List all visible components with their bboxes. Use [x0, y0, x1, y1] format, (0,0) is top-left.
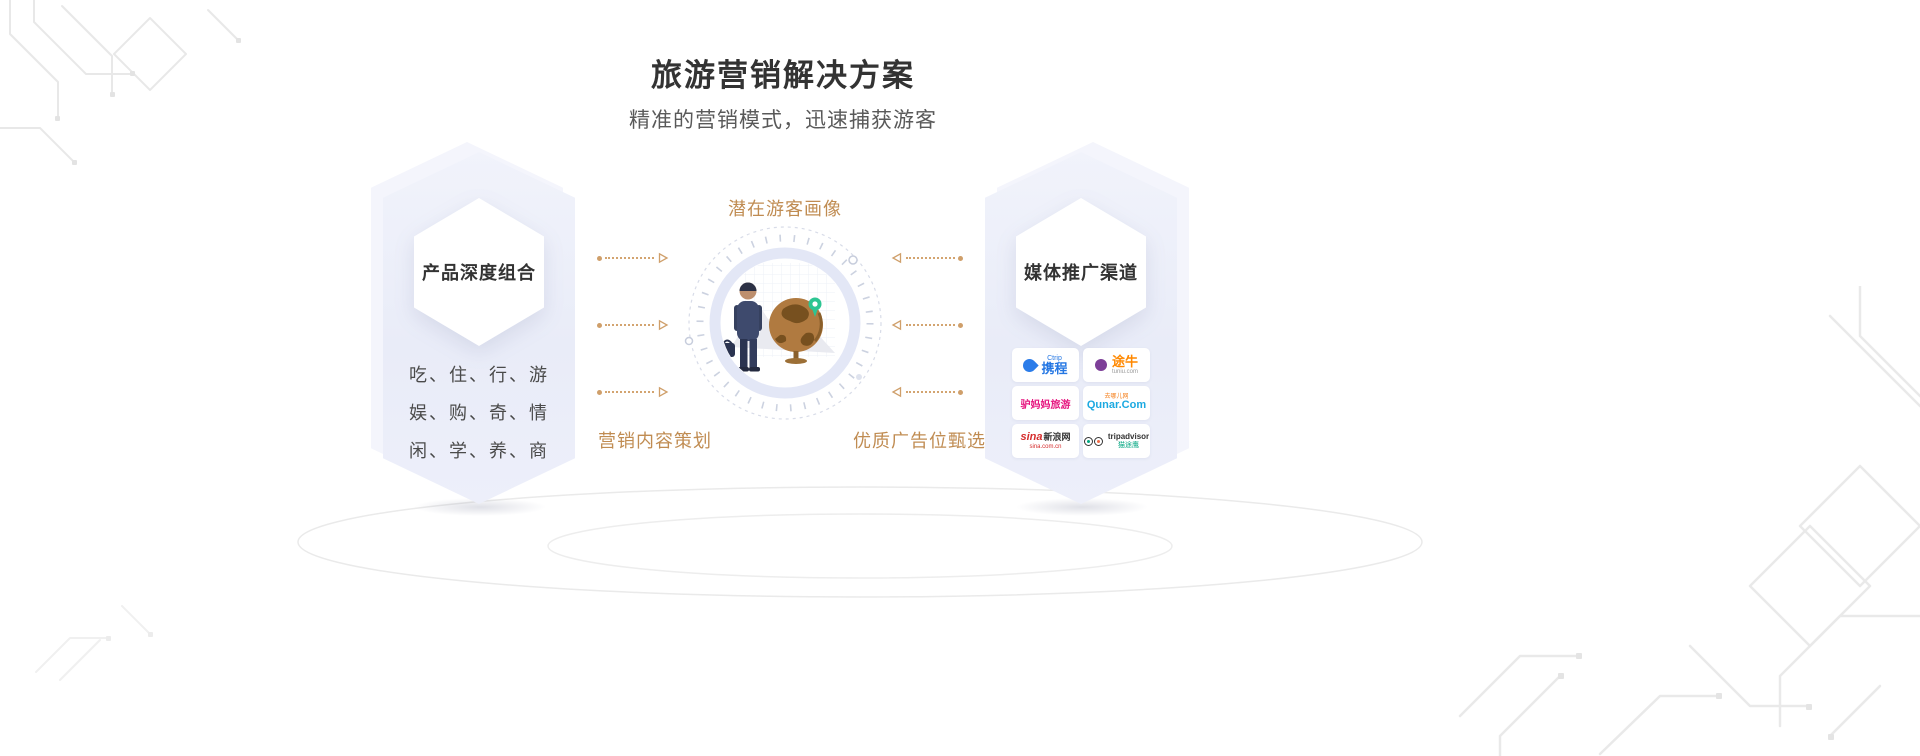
product-combination-card: 产品深度组合 吃、住、行、游 娱、购、奇、情 闲、学、养、商 — [371, 142, 575, 504]
label-quality-ad-selection: 优质广告位甄选 — [853, 431, 986, 451]
product-items-list: 吃、住、行、游 娱、购、奇、情 闲、学、养、商 — [383, 356, 575, 470]
right-card-title-hexagon: 媒体推广渠道 — [1016, 198, 1146, 346]
circuit-decoration-top-left — [0, 0, 241, 165]
connector-dashes — [906, 257, 955, 259]
label-potential-tourist-profile: 潜在游客画像 — [728, 199, 842, 219]
ground-rings-decoration — [297, 486, 1423, 598]
left-card-title: 产品深度组合 — [422, 263, 536, 283]
logo-tuniu: 途牛 tuniu.com — [1083, 348, 1150, 382]
sina-domain-text: sina.com.cn — [1029, 443, 1062, 450]
circuit-decoration-bottom-right — [1458, 286, 1920, 756]
product-line-3: 闲、学、养、商 — [409, 441, 549, 461]
media-logo-grid: Ctrip 携程 途牛 tuniu.com 驴妈妈旅游 去哪儿网 Qunar.C… — [1012, 348, 1150, 458]
page-subtitle: 精准的营销模式，迅速捕获游客 — [629, 109, 937, 132]
left-card-shadow — [414, 498, 546, 516]
tuniu-cn-text: 途牛 — [1111, 354, 1138, 370]
tripadvisor-cn-text: 猫途鹰 — [1118, 441, 1139, 449]
connector-left-3 — [597, 386, 669, 398]
arrow-right-icon — [658, 252, 669, 264]
arrow-right-icon — [658, 319, 669, 331]
tuniu-mascot-icon — [1094, 359, 1107, 371]
tripadvisor-en-text: tripadvisor — [1107, 432, 1150, 442]
connector-dot — [597, 322, 602, 328]
sina-en-text: sina — [1020, 431, 1043, 444]
connector-dashes — [906, 391, 955, 393]
connector-dashes — [605, 391, 654, 393]
connector-dashes — [906, 324, 955, 326]
product-line-1: 吃、住、行、游 — [409, 365, 549, 385]
connector-right-3 — [891, 386, 963, 398]
logo-sina: sina 新浪网 sina.com.cn — [1012, 424, 1079, 458]
connector-dashes — [605, 324, 654, 326]
connector-dot — [597, 389, 602, 395]
tuniu-domain-text: tuniu.com — [1111, 368, 1138, 375]
logo-qunar: 去哪儿网 Qunar.Com — [1083, 386, 1150, 420]
connector-right-1 — [891, 252, 963, 264]
connector-right-2 — [891, 319, 963, 331]
logo-lvmama: 驴妈妈旅游 — [1012, 386, 1079, 420]
tripadvisor-owl-icon — [1083, 436, 1103, 446]
left-card-title-hexagon: 产品深度组合 — [414, 198, 544, 346]
right-card-title: 媒体推广渠道 — [1024, 263, 1138, 283]
ctrip-en-text: Ctrip — [1047, 354, 1062, 362]
product-line-2: 娱、购、奇、情 — [409, 403, 549, 423]
qunar-cn-text: 去哪儿网 — [1104, 394, 1129, 401]
right-card-shadow — [1016, 498, 1148, 516]
qunar-main-text: Qunar.Com — [1086, 399, 1147, 412]
connector-dashes — [605, 257, 654, 259]
traveler-globe-illustration — [684, 226, 882, 420]
globe-figure — [769, 298, 823, 364]
connector-dot — [597, 255, 602, 261]
arrow-right-icon — [658, 386, 669, 398]
ctrip-cn-text: 携程 — [1041, 360, 1068, 376]
sina-cn-text: 新浪网 — [1043, 432, 1071, 443]
page-title: 旅游营销解决方案 — [651, 58, 915, 93]
label-marketing-content-planning: 营销内容策划 — [598, 431, 712, 451]
logo-ctrip: Ctrip 携程 — [1012, 348, 1079, 382]
connector-dot — [958, 322, 963, 328]
media-channels-card: 媒体推广渠道 Ctrip 携程 途牛 tuniu.com 驴妈妈旅游 — [985, 142, 1189, 504]
connector-left-1 — [597, 252, 669, 264]
arrow-left-icon — [891, 386, 902, 398]
connector-dot — [958, 389, 963, 395]
lvmama-cn-text: 驴妈妈旅游 — [1020, 399, 1071, 411]
connector-left-2 — [597, 319, 669, 331]
ctrip-dolphin-icon — [1020, 355, 1040, 375]
circuit-decoration-bottom-left — [35, 605, 153, 681]
arrow-left-icon — [891, 252, 902, 264]
location-pin-icon — [808, 297, 822, 317]
connector-dot — [958, 255, 963, 261]
logo-tripadvisor: tripadvisor 猫途鹰 — [1083, 424, 1150, 458]
arrow-left-icon — [891, 319, 902, 331]
